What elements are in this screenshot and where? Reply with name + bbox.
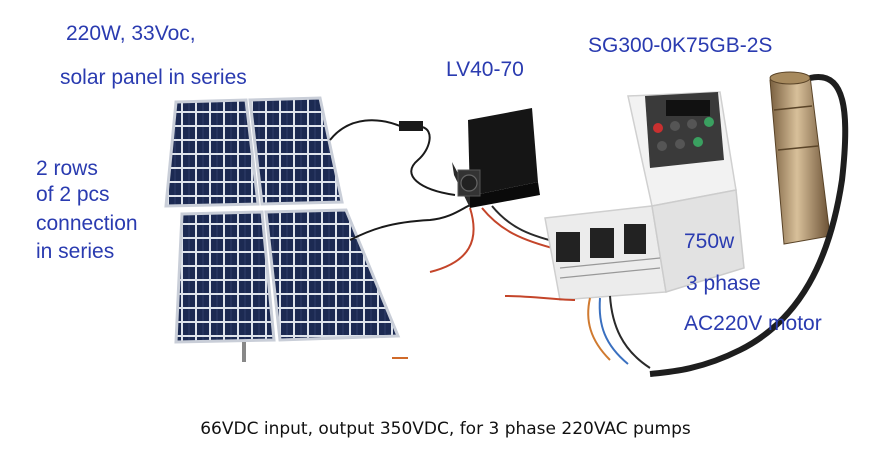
inverter-wiring bbox=[504, 295, 651, 369]
motor-type-label: AC220V motor bbox=[684, 312, 822, 335]
diagram-caption: 66VDC input, output 350VDC, for 3 phase … bbox=[200, 419, 691, 439]
rows-label-line-3: connection bbox=[36, 212, 138, 235]
motor-phase-label: 3 phase bbox=[686, 272, 761, 295]
panel-spec-label-2: solar panel in series bbox=[60, 66, 247, 89]
panel-wiring bbox=[329, 119, 471, 241]
motor-power-label: 750w bbox=[684, 230, 735, 253]
inverter-icon bbox=[544, 91, 745, 301]
booster-module-icon bbox=[452, 108, 540, 208]
rows-label-line-1: 2 rows bbox=[36, 157, 98, 180]
booster-model-label: LV40-70 bbox=[446, 58, 524, 81]
solar-panel-icon bbox=[164, 96, 344, 208]
rows-label-line-4: in series bbox=[36, 240, 114, 263]
submersible-pump-icon bbox=[649, 71, 849, 377]
inverter-model-label: SG300-0K75GB-2S bbox=[588, 34, 772, 57]
rows-label-line-2: of 2 pcs bbox=[36, 183, 110, 206]
panel-spec-label: 220W, 33Voc, bbox=[66, 22, 196, 45]
solar-panel-icon bbox=[174, 208, 408, 362]
